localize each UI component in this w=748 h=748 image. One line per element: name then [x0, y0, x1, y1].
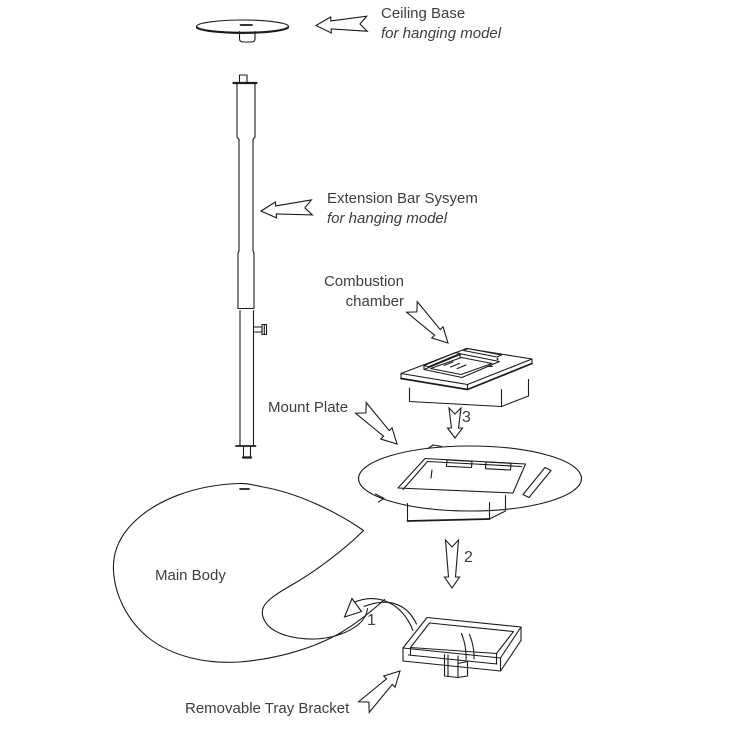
mount-plate-label: Mount Plate	[268, 399, 349, 416]
removable-tray-bracket-drawing	[402, 616, 522, 679]
step1-curved-arrow-icon	[343, 597, 418, 632]
ceiling-base-label-title: Ceiling Base	[381, 5, 466, 22]
tray-bracket-arrow-icon	[357, 670, 401, 714]
extension-bar-label: Extension Bar Sysyem for hanging model	[327, 189, 478, 229]
step-number-3: 3	[462, 409, 471, 426]
ceiling-base-arrow-icon	[314, 15, 369, 34]
extension-bar-drawing	[232, 74, 268, 459]
combustion-chamber-label-line1: Combustion	[323, 273, 404, 290]
ceiling-base-label-sub: for hanging model	[381, 25, 502, 42]
step2-down-arrow-icon	[443, 538, 461, 589]
step-number-2: 2	[464, 549, 473, 566]
extension-bar-label-sub: for hanging model	[327, 210, 448, 227]
ceiling-base-drawing	[195, 19, 290, 43]
combustion-chamber-arrow-icon	[405, 300, 449, 344]
extension-bar-arrow-icon	[259, 199, 314, 219]
removable-tray-bracket-label: Removable Tray Bracket	[185, 700, 350, 717]
combustion-chamber-drawing	[400, 347, 533, 408]
main-body-drawing	[112, 482, 386, 663]
step3-down-arrow-icon	[446, 406, 464, 439]
ceiling-base-label: Ceiling Base for hanging model	[381, 4, 501, 44]
step-number-1: 1	[367, 612, 376, 629]
extension-bar-label-title: Extension Bar Sysyem	[327, 190, 478, 207]
combustion-chamber-label: Combustion chamber	[300, 272, 404, 312]
mount-plate-drawing	[357, 444, 583, 522]
main-body-label: Main Body	[155, 567, 226, 584]
mount-plate-arrow-icon	[354, 401, 398, 445]
combustion-chamber-label-line2: chamber	[345, 293, 404, 310]
